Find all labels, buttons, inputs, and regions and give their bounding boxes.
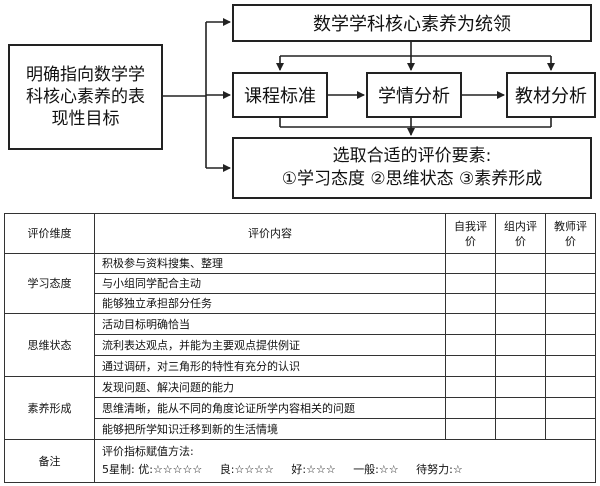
content-cell: 能够独立承担部分任务	[94, 293, 446, 314]
table-row: 流利表达观点，并能为主要观点提供例证	[5, 334, 596, 356]
self-score-cell[interactable]	[445, 293, 496, 314]
note-title: 评价指标赋值方法:	[102, 445, 194, 458]
table-header-row: 评价维度 评价内容 自我评价 组内评价 教师评价	[4, 213, 596, 254]
content-cell: 思维清晰，能从不同的角度论证所学内容相关的问题	[94, 397, 446, 419]
teacher-score-cell[interactable]	[545, 334, 596, 356]
evaluation-elements-box: 选取合适的评价要素: ①学习态度 ②思维状态 ③素养形成	[232, 137, 592, 199]
learner-analysis-box: 学情分析	[366, 72, 462, 118]
content-cell: 与小组同学配合主动	[94, 273, 446, 294]
content-cell: 能够把所学知识迁移到新的生活情境	[94, 418, 446, 440]
content-cell: 通过调研，对三角形的特性有充分的认识	[94, 355, 446, 377]
rating-improve-stars-icon: ☆	[452, 463, 463, 476]
dimension-cell: 思维状态	[4, 313, 95, 377]
self-score-cell[interactable]	[445, 253, 496, 274]
note-row: 备注 评价指标赋值方法: 5星制: 优:☆☆☆☆☆ 良:☆☆☆☆ 好:☆☆☆ 一…	[4, 439, 596, 483]
rating-good-label: 良:	[219, 463, 235, 476]
teacher-score-cell[interactable]	[545, 273, 596, 294]
group-score-cell[interactable]	[495, 253, 546, 274]
table-row: 素养形成 发现问题、解决问题的能力	[4, 376, 596, 440]
content-cell: 流利表达观点，并能为主要观点提供例证	[94, 334, 446, 356]
self-score-cell[interactable]	[445, 334, 496, 356]
table-row: 思维清晰，能从不同的角度论证所学内容相关的问题	[5, 397, 596, 419]
teacher-score-cell[interactable]	[545, 355, 596, 377]
evaluation-table: 评价维度 评价内容 自我评价 组内评价 教师评价 学习态度 积极参与资料搜集、整…	[4, 213, 596, 483]
evaluation-elements-list: ①学习态度 ②思维状态 ③素养形成	[281, 169, 543, 189]
rating-good-stars-icon: ☆☆☆☆	[234, 463, 274, 476]
rating-average-label: 一般:	[353, 463, 379, 476]
self-score-cell[interactable]	[445, 273, 496, 294]
header-self: 自我评价	[445, 213, 496, 254]
group-score-cell[interactable]	[495, 313, 546, 335]
group-score-cell[interactable]	[495, 293, 546, 314]
teacher-score-cell[interactable]	[545, 253, 596, 274]
content-cell: 积极参与资料搜集、整理	[94, 253, 446, 274]
dimension-cell: 学习态度	[4, 253, 95, 314]
table-row: 思维状态 活动目标明确恰当	[4, 313, 596, 377]
self-score-cell[interactable]	[445, 313, 496, 335]
rating-scale: 5星制: 优:☆☆☆☆☆ 良:☆☆☆☆ 好:☆☆☆ 一般:☆☆ 待努力:☆	[102, 461, 591, 479]
self-score-cell[interactable]	[445, 397, 496, 419]
group-score-cell[interactable]	[495, 355, 546, 377]
table-row: 通过调研，对三角形的特性有充分的认识	[5, 355, 596, 377]
table-row: 能够把所学知识迁移到新的生活情境	[5, 418, 596, 440]
table-row: 学习态度 积极参与资料搜集、整理	[4, 253, 596, 314]
header-content: 评价内容	[94, 213, 446, 254]
rating-average-stars-icon: ☆☆	[378, 463, 399, 476]
rating-improve-label: 待努力:	[416, 463, 453, 476]
dimension-cell: 素养形成	[4, 376, 95, 440]
evaluation-elements-title: 选取合适的评价要素:	[332, 146, 492, 166]
group-score-cell[interactable]	[495, 334, 546, 356]
header-dimension: 评价维度	[4, 213, 95, 254]
content-cell: 发现问题、解决问题的能力	[94, 376, 446, 398]
rating-excellent-label: 优:	[138, 463, 153, 476]
teacher-score-cell[interactable]	[545, 376, 596, 398]
flow-diagram: 明确指向数学学科核心素养的表现性目标 数学学科核心素养为统领 课程标准 学情分析…	[0, 0, 600, 205]
header-group: 组内评价	[495, 213, 546, 254]
group-score-cell[interactable]	[495, 397, 546, 419]
note-label: 备注	[4, 439, 95, 483]
content-cell: 活动目标明确恰当	[94, 313, 446, 335]
self-score-cell[interactable]	[445, 355, 496, 377]
teacher-score-cell[interactable]	[545, 293, 596, 314]
rating-fine-stars-icon: ☆☆☆	[306, 463, 336, 476]
curriculum-standard-box: 课程标准	[232, 72, 328, 118]
rating-fine-label: 好:	[291, 463, 307, 476]
group-score-cell[interactable]	[495, 273, 546, 294]
goal-box: 明确指向数学学科核心素养的表现性目标	[8, 44, 163, 150]
textbook-analysis-box: 教材分析	[506, 72, 596, 118]
header-teacher: 教师评价	[545, 213, 596, 254]
note-content: 评价指标赋值方法: 5星制: 优:☆☆☆☆☆ 良:☆☆☆☆ 好:☆☆☆ 一般:☆…	[94, 439, 596, 483]
core-literacy-box: 数学学科核心素养为统领	[232, 4, 592, 42]
group-score-cell[interactable]	[495, 376, 546, 398]
teacher-score-cell[interactable]	[545, 313, 596, 335]
connector-arrows	[163, 18, 555, 172]
rating-excellent-stars-icon: ☆☆☆☆☆	[152, 463, 203, 476]
rating-prefix: 5星制:	[102, 463, 135, 476]
self-score-cell[interactable]	[445, 418, 496, 440]
teacher-score-cell[interactable]	[545, 397, 596, 419]
teacher-score-cell[interactable]	[545, 418, 596, 440]
self-score-cell[interactable]	[445, 376, 496, 398]
group-score-cell[interactable]	[495, 418, 546, 440]
